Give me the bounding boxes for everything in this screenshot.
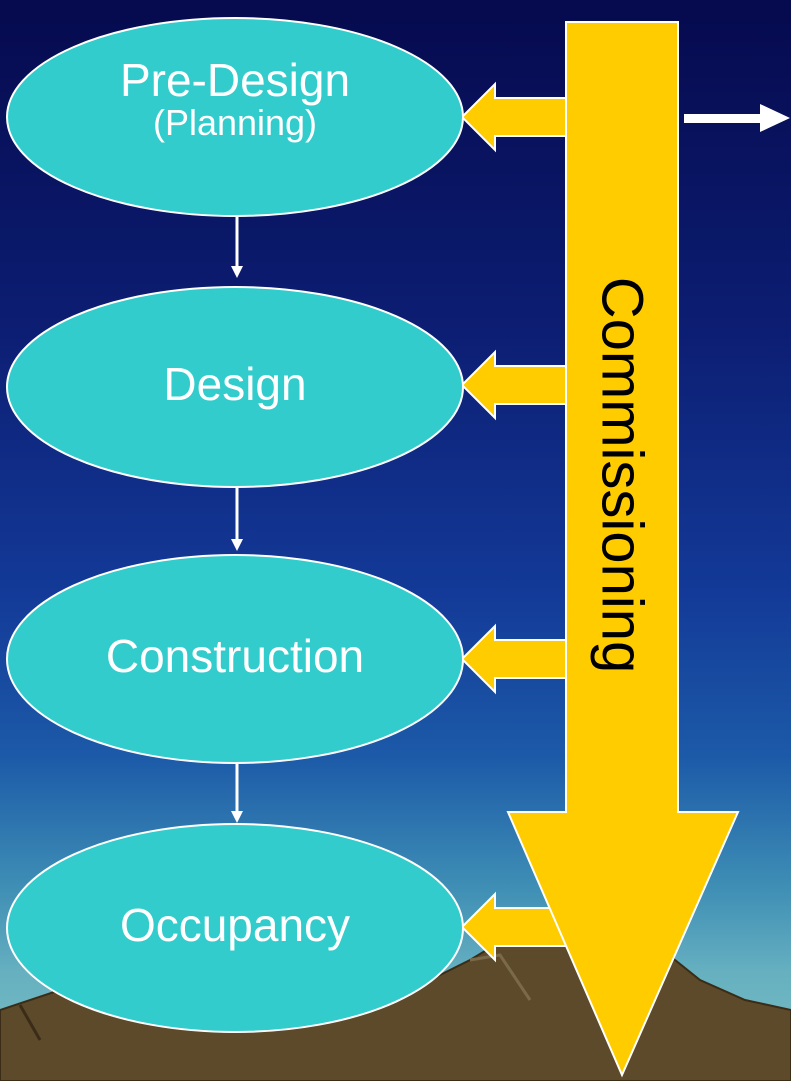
feedback-arrow [460, 81, 570, 153]
phase-title: Pre-Design [119, 54, 351, 106]
feedback-arrow [460, 891, 570, 963]
phase-node-pre-design [6, 17, 464, 217]
mountain-ridge [469, 953, 532, 1001]
right-arrow-icon [684, 104, 790, 132]
commissioning-arrow [506, 21, 740, 1078]
phase-subtitle: (Planning) [152, 102, 318, 144]
feedback-arrow [460, 349, 570, 421]
commissioning-label: Commissioning [589, 276, 655, 674]
feedback-arrow [460, 623, 570, 695]
phase-label-design: Design [163, 358, 307, 410]
phase-node-occupancy [6, 823, 464, 1033]
phase-node-construction [6, 554, 464, 764]
mountain-ridge [18, 1004, 42, 1041]
flow-arrow [231, 216, 243, 278]
phase-node-design [6, 286, 464, 488]
phase-label-pre-design: Pre-Design (Planning) [35, 56, 435, 142]
flow-arrow [231, 488, 243, 551]
phase-label-occupancy: Occupancy [119, 899, 351, 951]
phase-label-construction: Construction [105, 630, 365, 682]
flow-arrow [231, 764, 243, 823]
